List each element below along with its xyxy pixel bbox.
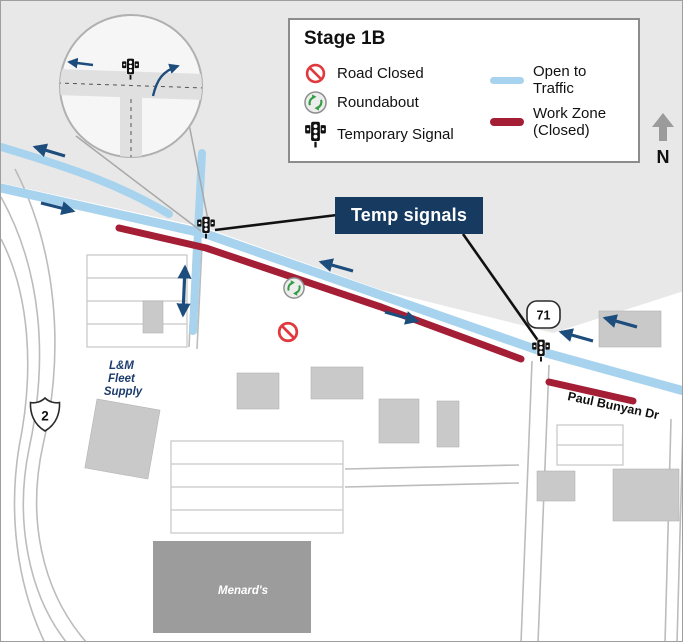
parking-lots: [86, 254, 624, 534]
traffic-arrows: [32, 143, 638, 343]
route-71-shield: 71: [526, 300, 561, 329]
legend-label-road-closed: Road Closed: [337, 64, 424, 82]
menards-building: [153, 541, 311, 633]
legend-item-temporary-signal: Temporary Signal: [302, 121, 490, 148]
route-shields: 2 71: [29, 300, 561, 432]
legend-item-road-closed: Road Closed: [302, 63, 490, 84]
north-arrow-icon: [652, 113, 674, 141]
roundabout-icon: [302, 91, 328, 114]
legend-item-open-to-traffic: Open to Traffic: [490, 63, 626, 98]
route-2-label: 2: [41, 409, 49, 424]
temp-signals-callout: Temp signals: [335, 197, 483, 234]
work-zone-swatch: [490, 117, 524, 126]
road-branch-open: [1, 143, 173, 218]
work-zone-paul-bunyan: [545, 378, 637, 405]
legend-item-roundabout: Roundabout: [302, 91, 490, 114]
roundabout-icon: [283, 277, 305, 299]
inset-magnifier: [59, 14, 210, 232]
open-traffic-swatch: [490, 76, 524, 84]
traffic-signal-icon: [302, 121, 328, 148]
buildings: [84, 300, 680, 633]
legend-label-work-zone: Work Zone (Closed): [533, 104, 607, 139]
traffic-arrow: [40, 201, 76, 216]
traffic-arrow: [558, 328, 594, 343]
route-71-label: 71: [537, 309, 551, 323]
road-main-open: [1, 183, 682, 396]
legend-title: Stage 1B: [304, 28, 386, 49]
traffic-arrow: [602, 314, 638, 329]
traffic-arrow: [384, 310, 420, 325]
legend-panel: Stage 1B Road Closed Roundabout: [288, 18, 640, 163]
legend-label-open-to-traffic: Open to Traffic: [533, 63, 587, 98]
legend-label-roundabout: Roundabout: [337, 93, 419, 111]
callout-leaders: [214, 213, 541, 343]
legend-item-work-zone: Work Zone (Closed): [490, 105, 626, 140]
no-entry-icon: [302, 63, 328, 84]
traffic-arrow: [32, 143, 66, 158]
lm-fleet-supply-label: L&M Fleet Supply: [104, 360, 143, 398]
no-entry-icon: [277, 321, 299, 343]
legend-label-temporary-signal: Temporary Signal: [337, 125, 454, 143]
route-2-shield: 2: [29, 396, 61, 432]
traffic-arrow: [318, 258, 354, 273]
north-label: N: [656, 147, 670, 167]
north-compass: N: [647, 113, 679, 168]
traffic-arrow: [176, 264, 192, 318]
menards-label: Menard's: [218, 585, 268, 597]
